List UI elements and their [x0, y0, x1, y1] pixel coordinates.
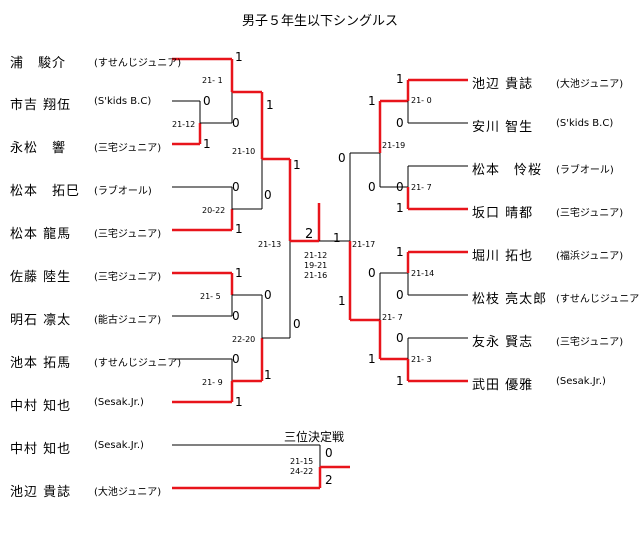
left-result: 0 — [264, 188, 272, 202]
right-player-7-club: (三宅ジュニア) — [556, 337, 624, 348]
left-result: 1 — [203, 137, 211, 151]
right-player-1-club: (大池ジュニア) — [556, 79, 624, 90]
left-score: 21- 9 — [202, 378, 223, 387]
right-player-1-name: 池辺 貴誌 — [472, 77, 534, 92]
left-player-5-name: 松本 龍馬 — [10, 227, 72, 242]
left-player-9-name: 中村 知也 — [10, 399, 72, 414]
left-result: 0 — [293, 317, 301, 331]
right-player-6-club: (すせんじジュニア) — [556, 294, 640, 305]
left-result: 1 — [293, 158, 301, 172]
left-score: 22-20 — [232, 335, 256, 344]
final-score: 19-21 — [304, 261, 328, 270]
right-player-3-club: (ラブオール) — [556, 165, 614, 176]
left-player-1-name: 浦 駿介 — [10, 56, 67, 71]
left-player-8-name: 池本 拓馬 — [10, 356, 72, 371]
left-player-3-name: 永松 響 — [10, 141, 67, 156]
left-player-9-club: (Sesak.Jr.) — [94, 397, 144, 408]
left-result: 1 — [235, 222, 243, 236]
right-score: 21-17 — [352, 240, 376, 249]
third-player-1-club: (Sesak.Jr.) — [94, 440, 144, 451]
left-score: 21- 5 — [200, 292, 221, 301]
final-score: 21-16 — [304, 271, 328, 280]
right-result: 0 — [368, 266, 376, 280]
left-player-2-name: 市吉 翔伍 — [10, 98, 72, 113]
right-result: 1 — [396, 72, 404, 86]
left-result: 0 — [203, 94, 211, 108]
left-score: 21-12 — [172, 120, 196, 129]
right-result: 0 — [396, 180, 404, 194]
right-score: 21- 3 — [411, 355, 432, 364]
right-player-5-name: 堀川 拓也 — [472, 249, 534, 264]
left-result: 1 — [264, 368, 272, 382]
left-player-6-name: 佐藤 陸生 — [10, 270, 72, 285]
left-player-7-name: 明石 凛太 — [10, 313, 72, 328]
left-result: 0 — [232, 352, 240, 366]
right-result: 0 — [396, 331, 404, 345]
right-player-2-name: 安川 智生 — [472, 120, 534, 135]
final-right-result: 1 — [333, 231, 341, 245]
left-result: 1 — [235, 50, 243, 64]
third-player-1-result: 0 — [325, 446, 333, 460]
third-score: 21-15 — [290, 457, 314, 466]
right-score: 21- 7 — [411, 183, 432, 192]
right-score: 21-14 — [411, 269, 435, 278]
right-result: 0 — [338, 151, 346, 165]
left-player-4-club: (ラブオール) — [94, 186, 152, 197]
third-player-1-name: 中村 知也 — [10, 442, 72, 457]
right-player-6-name: 松枝 亮太郎 — [472, 292, 548, 307]
right-result: 1 — [368, 352, 376, 366]
third-player-2-club: (大池ジュニア) — [94, 487, 162, 498]
left-player-8-club: (すせんじジュニア) — [94, 358, 182, 369]
third-score: 24-22 — [290, 467, 314, 476]
right-result: 0 — [368, 180, 376, 194]
left-result: 0 — [264, 288, 272, 302]
right-player-8-club: (Sesak.Jr.) — [556, 376, 606, 387]
left-player-5-club: (三宅ジュニア) — [94, 229, 162, 240]
right-player-5-club: (福浜ジュニア) — [556, 251, 624, 262]
left-score: 21-13 — [258, 240, 282, 249]
right-result: 1 — [368, 94, 376, 108]
right-result: 1 — [338, 294, 346, 308]
left-result: 1 — [235, 395, 243, 409]
right-result: 1 — [396, 374, 404, 388]
right-player-4-name: 坂口 晴都 — [472, 206, 534, 221]
right-score: 21-19 — [382, 141, 406, 150]
left-score: 21- 1 — [202, 76, 223, 85]
right-player-2-club: (S'kids B.C) — [556, 118, 614, 129]
left-player-7-club: (能古ジュニア) — [94, 315, 162, 326]
left-player-2-club: (S'kids B.C) — [94, 96, 152, 107]
left-player-3-club: (三宅ジュニア) — [94, 143, 162, 154]
right-result: 0 — [396, 288, 404, 302]
left-result: 0 — [232, 309, 240, 323]
right-score: 21- 0 — [411, 96, 432, 105]
right-player-4-club: (三宅ジュニア) — [556, 208, 624, 219]
left-score: 21-10 — [232, 147, 256, 156]
left-player-6-club: (三宅ジュニア) — [94, 272, 162, 283]
left-player-1-club: (すせんじジュニア) — [94, 58, 182, 69]
final-left-result: 2 — [305, 227, 314, 242]
right-score: 21- 7 — [382, 313, 403, 322]
third-player-2-name: 池辺 貴誌 — [10, 485, 72, 500]
right-player-7-name: 友永 賢志 — [472, 335, 534, 350]
left-player-4-name: 松本 拓巳 — [10, 184, 81, 199]
third-player-2-result: 2 — [325, 473, 333, 487]
left-result: 0 — [232, 180, 240, 194]
left-result: 0 — [232, 116, 240, 130]
left-result: 1 — [235, 266, 243, 280]
right-result: 1 — [396, 245, 404, 259]
page-title: 男子５年生以下シングルス — [241, 14, 398, 29]
right-result: 1 — [396, 201, 404, 215]
right-player-8-name: 武田 優雅 — [472, 378, 534, 393]
right-result: 0 — [396, 116, 404, 130]
right-player-3-name: 松本 怜桜 — [472, 163, 543, 178]
third-place-title: 三位決定戦 — [284, 430, 345, 444]
left-score: 20-22 — [202, 206, 226, 215]
left-result: 1 — [266, 98, 274, 112]
final-score: 21-12 — [304, 251, 328, 260]
